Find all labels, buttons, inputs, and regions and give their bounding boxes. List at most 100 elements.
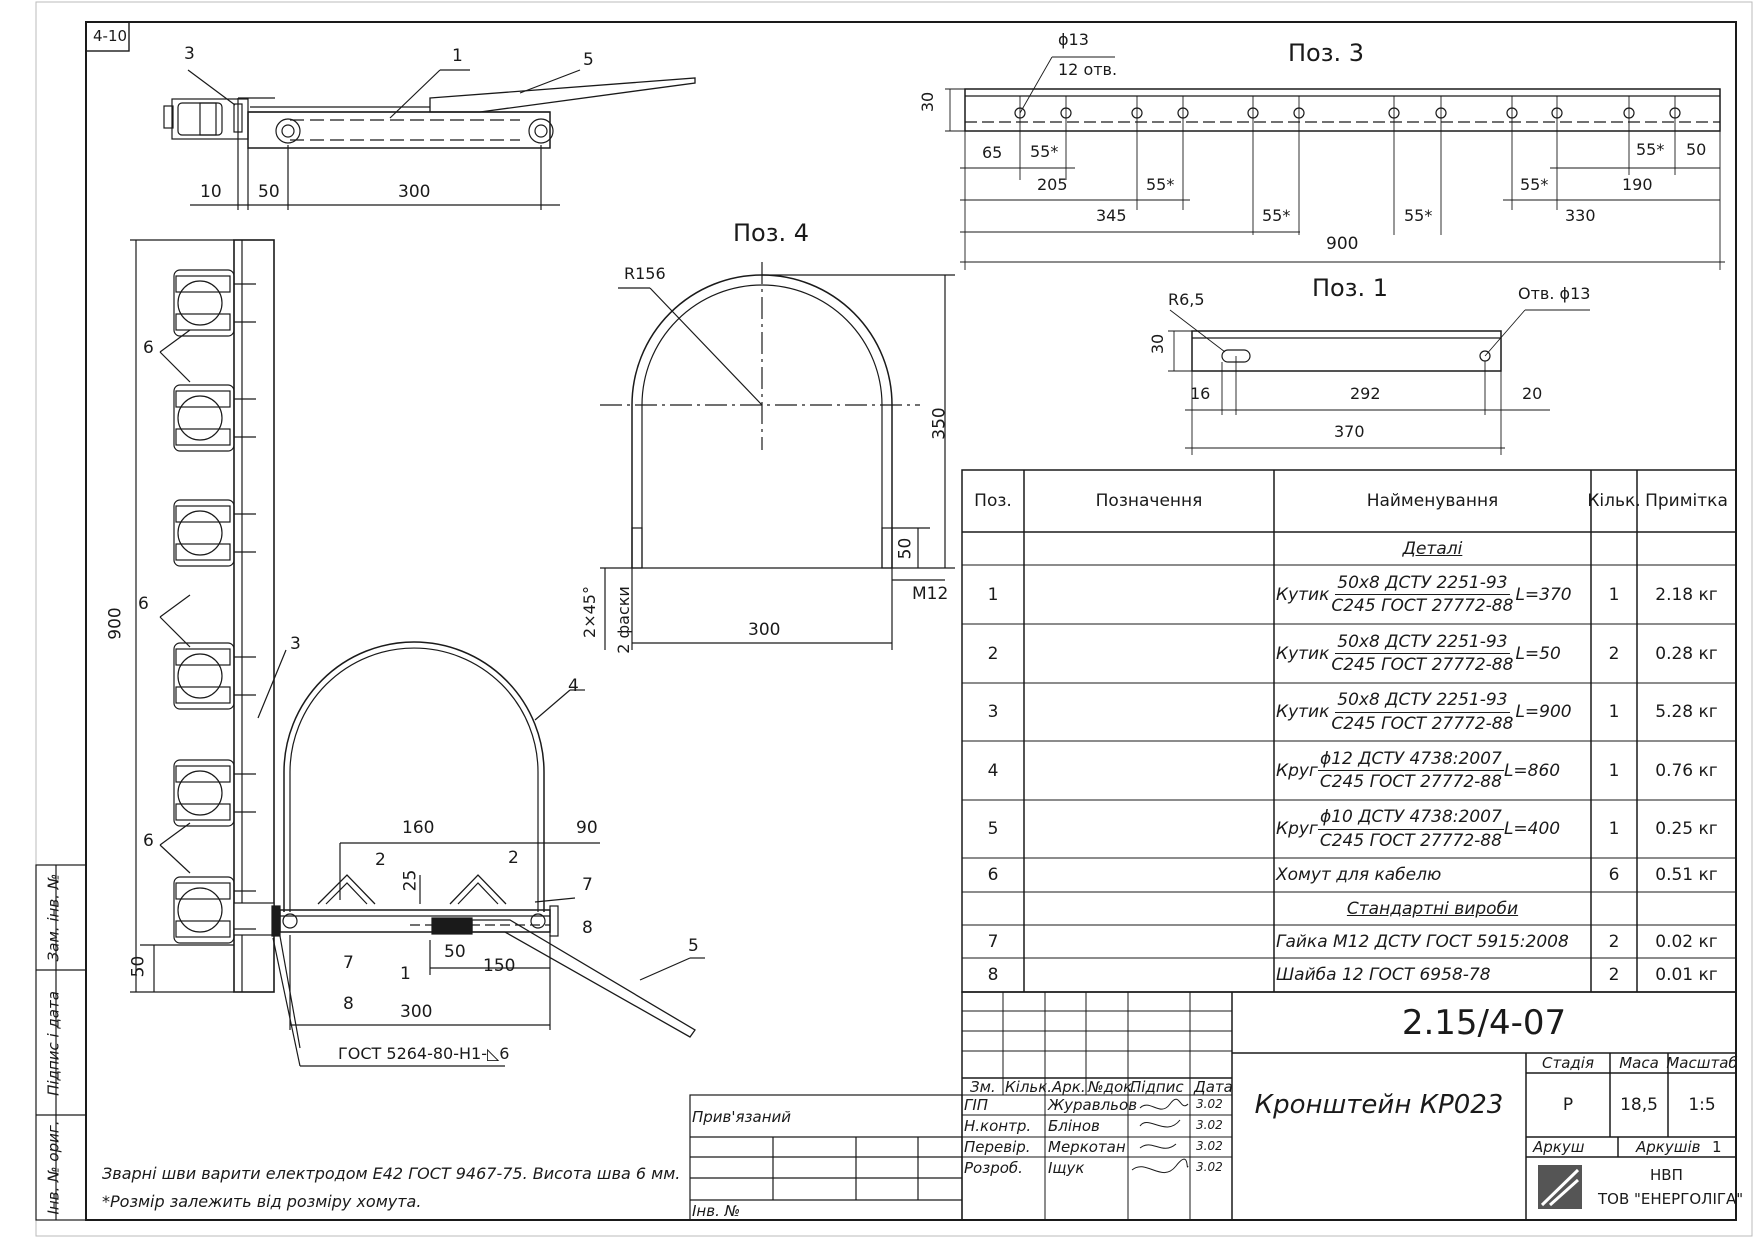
tb-scale-header: Масштаб bbox=[1666, 1054, 1738, 1072]
spec-header-pos: Поз. bbox=[974, 491, 1012, 511]
page-border bbox=[35, 1, 1753, 1237]
top-dim-300: 300 bbox=[398, 182, 431, 202]
sheet-id: 4-10 bbox=[93, 27, 128, 45]
spec-qty: 2 bbox=[1608, 965, 1620, 985]
tb-role-check: Перевір. bbox=[964, 1138, 1031, 1156]
pos1-d-20: 20 bbox=[1522, 384, 1543, 403]
spec-header-name: Найменування bbox=[1366, 491, 1499, 511]
tb-col-qty: Кільк. bbox=[1005, 1078, 1053, 1096]
company-logo bbox=[1538, 1165, 1582, 1209]
spec-kind: Круг bbox=[1276, 760, 1318, 781]
tb-col-date: Дата bbox=[1194, 1078, 1233, 1096]
spec-header-note: Примітка bbox=[1645, 491, 1728, 511]
spec-section-parts: Деталі bbox=[1402, 538, 1463, 559]
spec-kind: Кутик bbox=[1276, 643, 1330, 664]
spec-length: L=900 bbox=[1515, 702, 1572, 722]
spec-kind: Кутик bbox=[1276, 584, 1330, 605]
side-leader-6a: 6 bbox=[143, 338, 154, 358]
spec-qty: 1 bbox=[1608, 584, 1620, 605]
pos1-d-16: 16 bbox=[1190, 384, 1211, 403]
tb-role-gip: ГІП bbox=[964, 1096, 989, 1114]
spec-length: L=50 bbox=[1515, 643, 1561, 664]
front-dim-160: 160 bbox=[402, 818, 435, 838]
front-dim-300: 300 bbox=[400, 1002, 433, 1022]
pos1-title: Поз. 1 bbox=[1312, 274, 1389, 302]
clamp-group bbox=[173, 269, 256, 944]
tb-stage-header: Стадія bbox=[1542, 1054, 1594, 1072]
signatures bbox=[1131, 1098, 1189, 1173]
pos3-d-55b: 55* bbox=[1146, 175, 1175, 194]
spec-qty: 6 bbox=[1608, 865, 1620, 885]
spec-note: 0.25 кг bbox=[1655, 819, 1718, 839]
weld-symbol: ГОСТ 5264-80-Н1-◺6 bbox=[338, 1044, 510, 1063]
spec-table-lines bbox=[961, 469, 1737, 993]
top-dim-10: 10 bbox=[200, 182, 222, 202]
spec-note: 5.28 кг bbox=[1655, 702, 1718, 722]
pos4-dim-300: 300 bbox=[748, 620, 781, 640]
spec-qty: 1 bbox=[1608, 819, 1620, 839]
side-dim-50: 50 bbox=[128, 955, 149, 978]
tb-person-3: Меркотан bbox=[1048, 1138, 1126, 1156]
note-2: *Розмір залежить від розміру хомута. bbox=[102, 1192, 422, 1211]
pos3-holes bbox=[1014, 107, 1681, 119]
tb-stage: Р bbox=[1562, 1095, 1574, 1115]
pos3-d-55e: 55* bbox=[1520, 175, 1549, 194]
front-dim-50: 50 bbox=[444, 942, 466, 962]
pos3-d-55c: 55* bbox=[1262, 206, 1291, 225]
front-leader-7b: 7 bbox=[343, 953, 354, 973]
pos3-d-55f: 55* bbox=[1636, 140, 1665, 159]
spec-note: 0.02 кг bbox=[1655, 931, 1718, 952]
spec-note: 0.28 кг bbox=[1655, 643, 1718, 664]
spec-pos: 5 bbox=[987, 819, 999, 839]
spec-name: Хомут для кабелю bbox=[1276, 865, 1442, 885]
tb-person-4: Іщук bbox=[1048, 1159, 1085, 1177]
pos3-d-900: 900 bbox=[1326, 234, 1359, 254]
stamp-sign-date: Підпис і дата bbox=[44, 991, 63, 1096]
spec-pos: 1 bbox=[987, 584, 999, 605]
tb-col-sheet: Арк. bbox=[1052, 1078, 1086, 1096]
pos3-d-55a: 55* bbox=[1030, 142, 1059, 161]
spec-pos: 4 bbox=[987, 760, 999, 781]
tb-role-nkontr: Н.контр. bbox=[964, 1117, 1032, 1135]
pos4-radius: R156 bbox=[624, 264, 666, 283]
front-view bbox=[271, 641, 705, 1067]
spec-name: Гайка М12 ДСТУ ГОСТ 5915:2008 bbox=[1276, 931, 1569, 952]
spec-qty: 2 bbox=[1608, 931, 1620, 952]
sheet-id-box bbox=[85, 21, 130, 52]
side-leader-6c: 6 bbox=[143, 831, 154, 851]
tb-role-dev: Розроб. bbox=[964, 1159, 1023, 1177]
spec-qty: 2 bbox=[1608, 643, 1620, 664]
spec-qty: 1 bbox=[1608, 760, 1620, 781]
spec-length: L=860 bbox=[1503, 760, 1561, 781]
stamp-zam-inv: Зам. інв. № bbox=[44, 873, 63, 962]
top-view bbox=[163, 69, 696, 210]
tb-date-4: 3.02 bbox=[1196, 1160, 1223, 1174]
spec-note: 0.51 кг bbox=[1655, 865, 1718, 885]
pos3-hole-count: 12 отв. bbox=[1058, 60, 1118, 79]
pos4-dim-350: 350 bbox=[929, 407, 950, 440]
tb-person-2: Блінов bbox=[1048, 1117, 1100, 1135]
front-dim-25: 25 bbox=[400, 869, 421, 892]
pos4-view bbox=[600, 262, 955, 650]
front-leader-5: 5 bbox=[688, 936, 699, 956]
pos3-d-330: 330 bbox=[1565, 206, 1596, 225]
tb-date-2: 3.02 bbox=[1196, 1118, 1223, 1132]
pos3-d-190: 190 bbox=[1622, 175, 1653, 194]
tb-col-sign: Підпис bbox=[1130, 1078, 1184, 1096]
spec-section-standard: Стандартні вироби bbox=[1346, 898, 1519, 919]
pos3-view bbox=[945, 56, 1725, 270]
spec-pos: 8 bbox=[987, 965, 999, 985]
pos3-title: Поз. 3 bbox=[1288, 39, 1365, 67]
pos3-d-205: 205 bbox=[1037, 175, 1068, 194]
spec-name: Шайба 12 ГОСТ 6958-78 bbox=[1276, 965, 1491, 985]
tb-date-3: 3.02 bbox=[1196, 1139, 1223, 1153]
tb-scale: 1:5 bbox=[1688, 1095, 1716, 1115]
